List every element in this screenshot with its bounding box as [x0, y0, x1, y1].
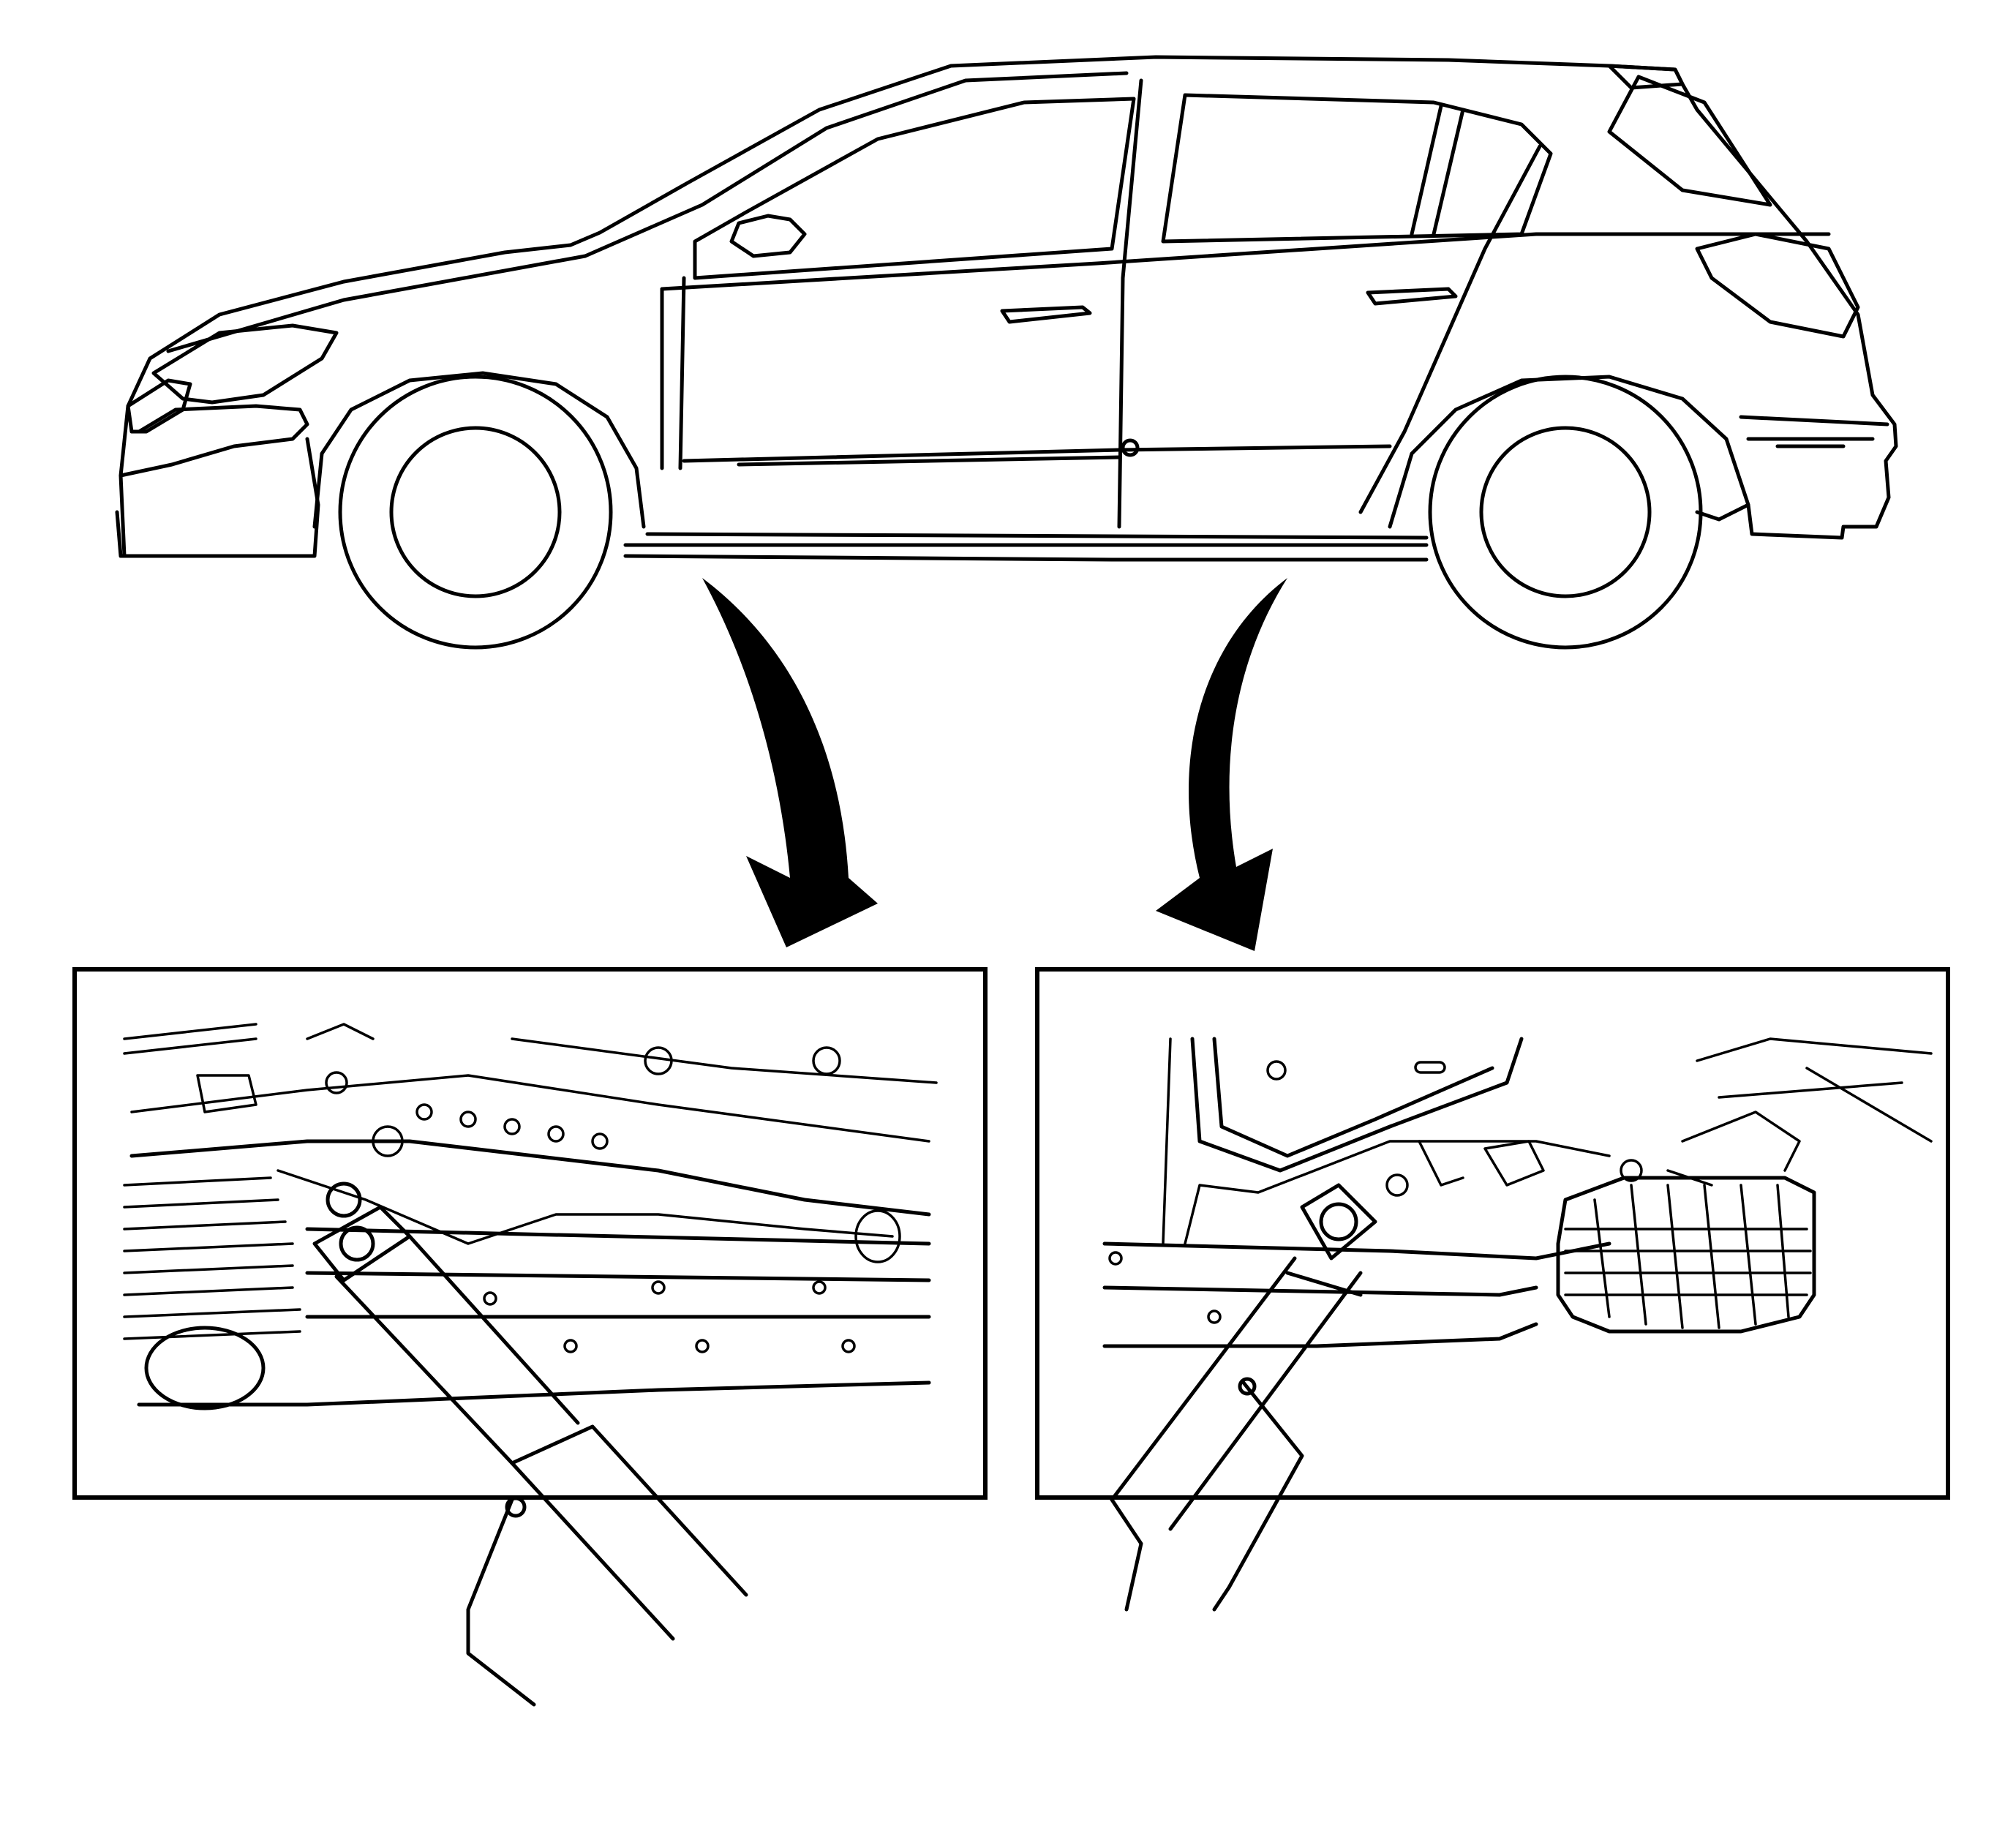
windshield — [583, 71, 1129, 258]
wheel-well-panel — [1190, 1037, 1524, 1173]
front-lift-point-detail — [72, 967, 988, 1707]
rear-spoiler — [1607, 64, 1685, 90]
belt-line — [660, 232, 1831, 291]
body-holes — [325, 1046, 901, 1353]
front-bumper — [115, 404, 320, 558]
front-wheel-arch — [312, 371, 646, 529]
body-holes — [1108, 1060, 1643, 1324]
body-seam — [1162, 1037, 1611, 1245]
callout-arrows — [702, 578, 1287, 951]
sill-panel — [129, 1139, 931, 1407]
brake-line-bracket — [123, 1023, 375, 1113]
pinch-weld — [277, 1169, 894, 1245]
rear-door-window — [1161, 93, 1553, 244]
side-mirror — [729, 214, 807, 258]
detail-frame — [1035, 967, 1950, 1500]
front-door-edge — [660, 276, 686, 470]
hood-line — [166, 254, 587, 353]
curved-arrow-down-icon — [702, 578, 878, 947]
side-molding — [682, 444, 1392, 467]
front-grille — [126, 378, 192, 434]
rear-door-handle — [1366, 287, 1458, 306]
rear-suspension — [1666, 1037, 1933, 1187]
front-tire — [338, 375, 613, 650]
front-rim — [389, 426, 562, 598]
door-lock — [1121, 438, 1140, 457]
front-door-handle — [1000, 305, 1092, 324]
rear-tire — [1428, 375, 1703, 650]
rocker-panel — [623, 532, 1429, 562]
c-pillar-line — [1410, 104, 1465, 236]
rear-rim — [1479, 426, 1652, 598]
front-door-window — [693, 97, 1136, 280]
b-pillar-seam — [1117, 78, 1143, 529]
lift-arm — [1110, 1183, 1377, 1612]
underbody-rail — [130, 1037, 938, 1143]
rear-door-edge — [1358, 144, 1542, 514]
wheel-hub — [144, 1326, 266, 1410]
car-side-view — [115, 55, 1898, 650]
trailing-arm-bracket — [1418, 1140, 1545, 1187]
tail-light — [1695, 232, 1860, 339]
rear-bumper — [1739, 415, 1889, 448]
lift-arm — [312, 1181, 748, 1707]
rear-lift-point-detail — [1035, 967, 1950, 1612]
spare-tire — [1556, 1176, 1816, 1334]
curved-arrow-down-icon — [1156, 578, 1287, 951]
rear-quarter-window — [1607, 75, 1772, 207]
front-tire-tread — [123, 1176, 301, 1340]
car-body-outline — [119, 55, 1898, 558]
